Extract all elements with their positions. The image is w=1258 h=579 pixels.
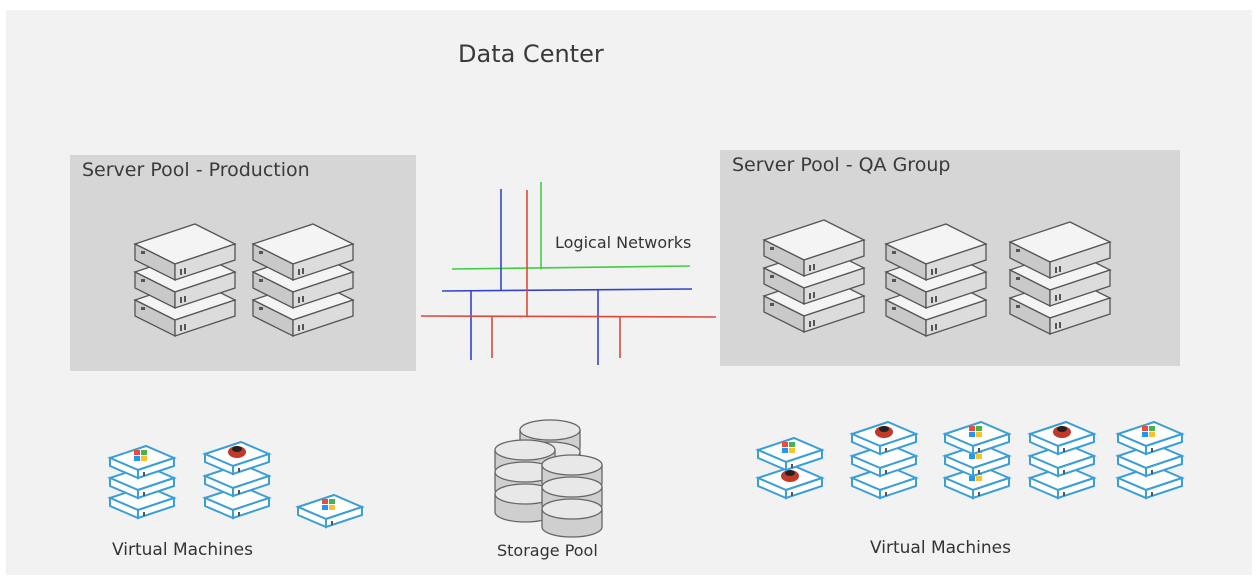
vm-stack-redhat-2 xyxy=(851,421,917,499)
vm-stack-mixed-1 xyxy=(757,437,823,499)
vm-stack-windows-2 xyxy=(944,421,1010,499)
server-pool-qa-label: Server Pool - QA Group xyxy=(732,154,951,176)
server-stack-production-1 xyxy=(134,223,236,337)
storage-pool-label: Storage Pool xyxy=(497,541,598,560)
storage-pool-icon xyxy=(494,419,603,538)
vm-stack-windows-3 xyxy=(1117,421,1183,499)
vm-stack-windows-1 xyxy=(109,445,175,519)
vm-stack-redhat-3 xyxy=(1029,421,1095,499)
vm-single-windows xyxy=(297,494,363,528)
server-stack-production-2 xyxy=(252,223,354,337)
server-stack-qa-2 xyxy=(885,223,987,337)
virtual-machines-label-right: Virtual Machines xyxy=(870,538,1011,558)
diagram-title: Data Center xyxy=(458,40,604,68)
logical-networks-lines xyxy=(420,182,717,365)
server-pool-production-label: Server Pool - Production xyxy=(82,159,310,181)
server-stack-qa-1 xyxy=(763,219,865,333)
server-pool-production: Server Pool - Production xyxy=(70,155,416,371)
virtual-machines-label-left: Virtual Machines xyxy=(112,540,253,560)
server-stack-qa-3 xyxy=(1009,221,1111,335)
logical-networks-label: Logical Networks xyxy=(555,233,692,252)
vm-stack-redhat-1 xyxy=(204,441,270,519)
